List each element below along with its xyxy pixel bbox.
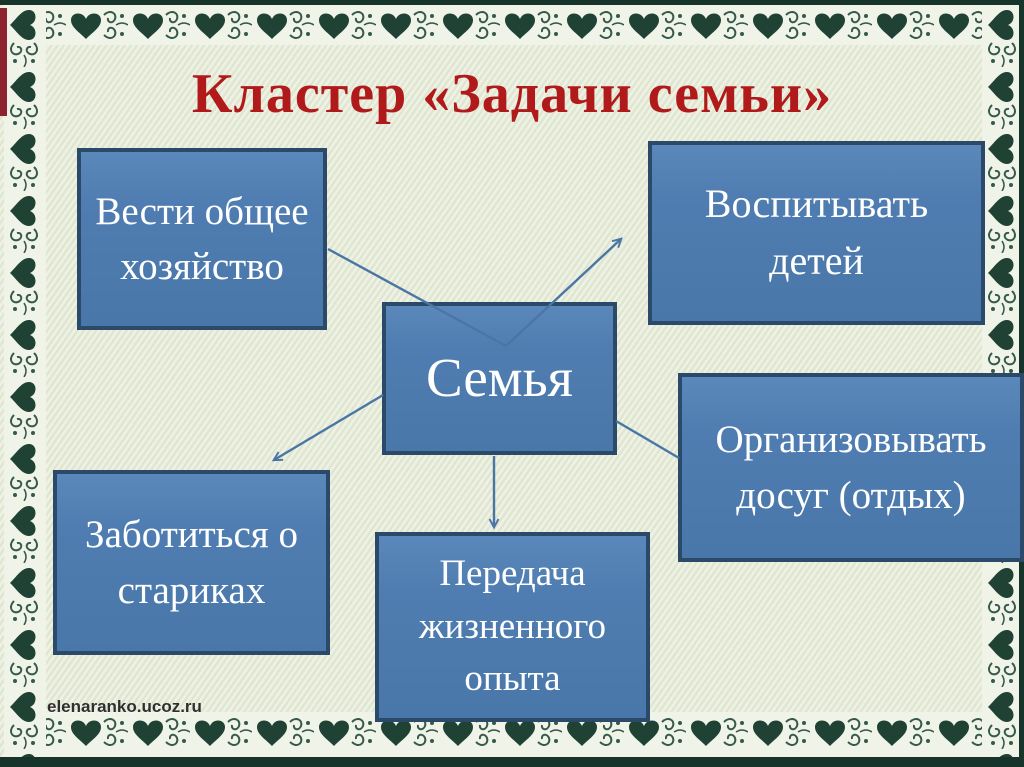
node-label: Передача жизненного опыта [418, 553, 607, 700]
node-label: Заботиться о стариках [85, 513, 298, 612]
frame-edge-red-accent [0, 8, 7, 116]
node-label: Семья [426, 347, 573, 409]
node-organize-leisure: Организовывать досуг (отдых) [678, 373, 1024, 562]
frame-edge-bottom [0, 757, 1024, 767]
node-raise-children: Воспитывать детей [648, 141, 985, 325]
node-care-elderly: Заботиться о стариках [53, 470, 330, 655]
watermark-text: elenaranko.ucoz.ru [47, 697, 202, 716]
frame-edge-top [0, 0, 1024, 5]
node-label: Организовывать досуг (отдых) [715, 418, 987, 517]
node-pass-experience: Передача жизненного опыта [375, 532, 650, 722]
node-lead-household: Вести общее хозяйство [77, 148, 327, 330]
slide-title: Кластер «Задачи семьи» [191, 63, 833, 125]
ornamental-border-left [4, 5, 46, 762]
node-family-center: Семья [382, 302, 617, 455]
ornamental-border-top [4, 5, 1020, 45]
node-label: Вести общее хозяйство [95, 189, 309, 288]
node-label: Воспитывать детей [704, 181, 929, 283]
connector-to-elderly [271, 393, 384, 462]
connector-to-leisure [615, 419, 680, 460]
